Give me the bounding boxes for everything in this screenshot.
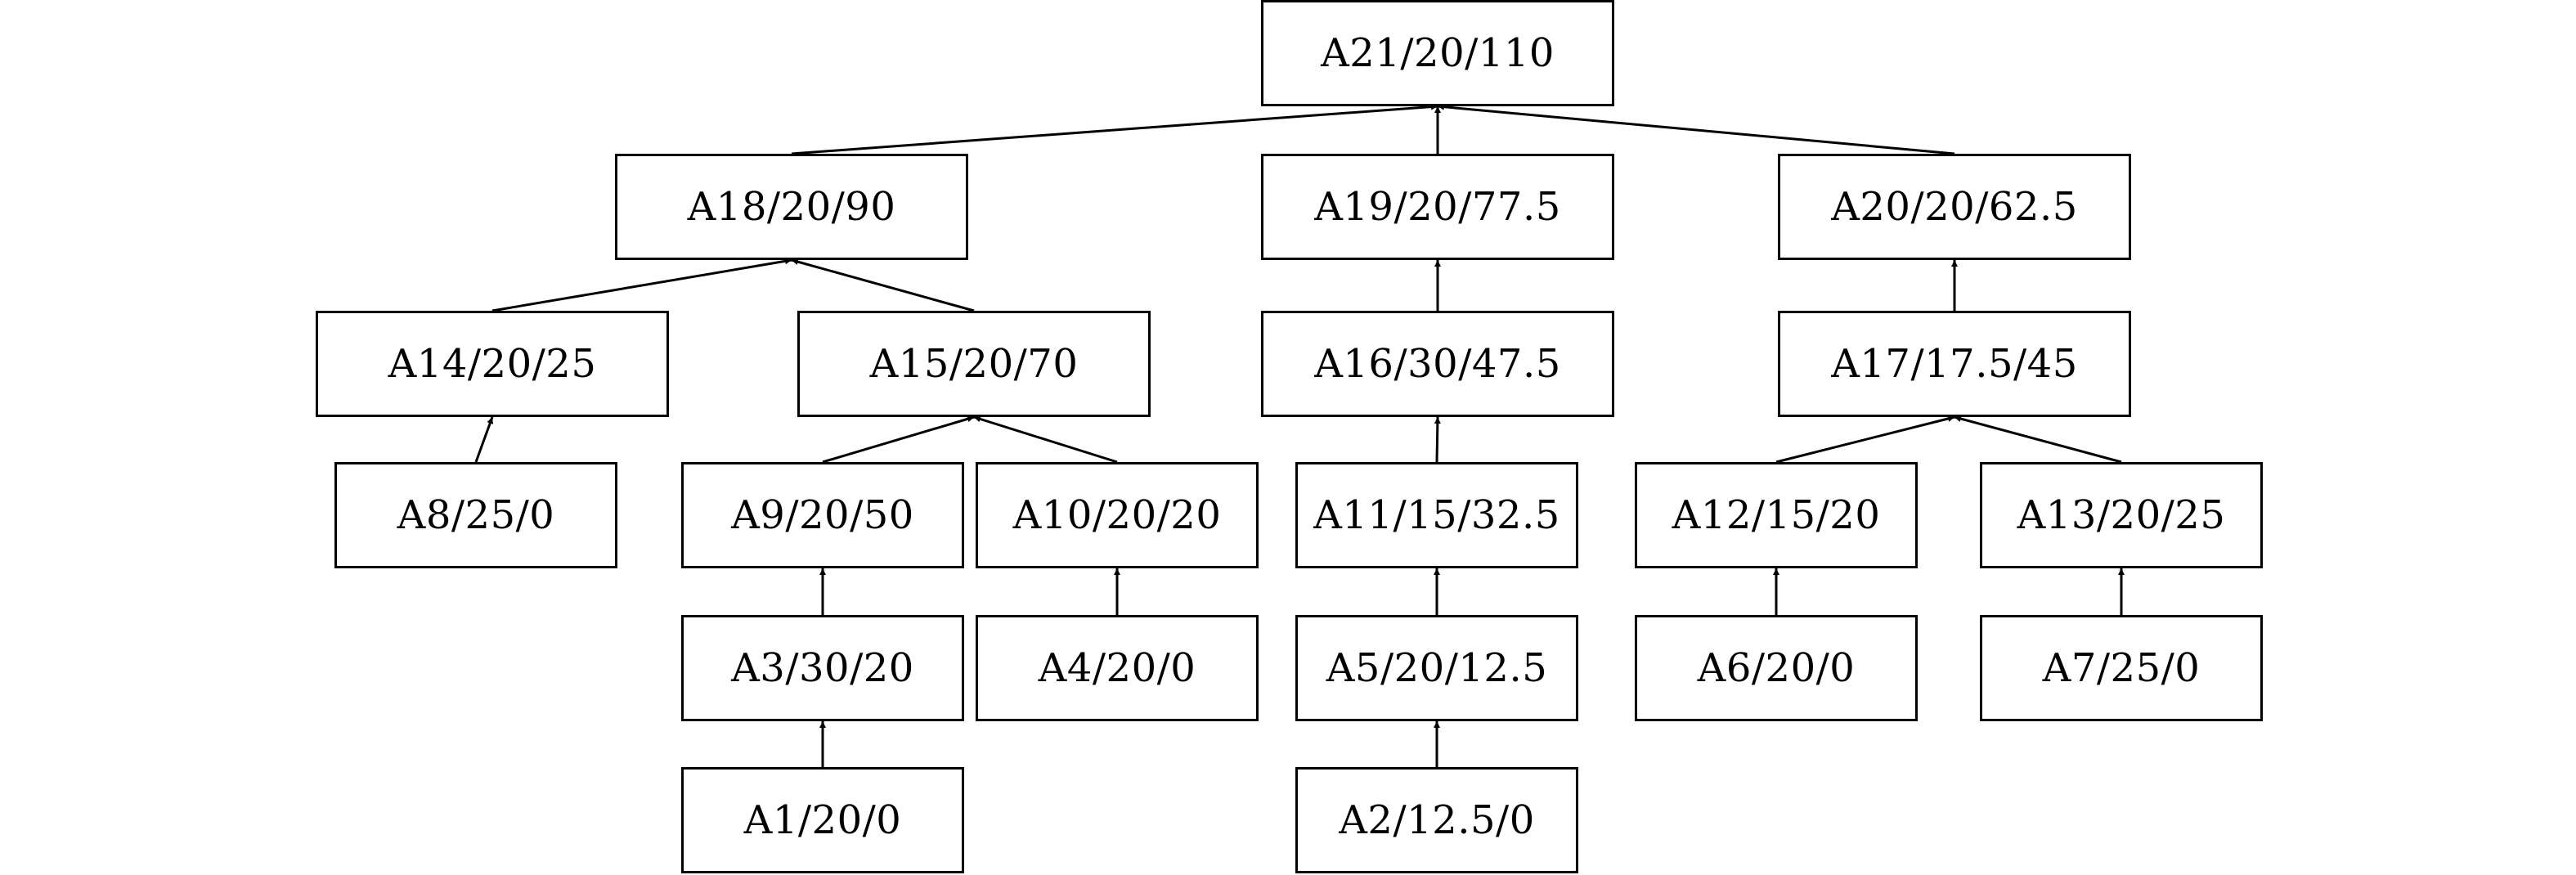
node-a10: A10/20/20 [976, 462, 1259, 568]
node-a18: A18/20/90 [615, 154, 968, 260]
edge-a15-to-a18 [791, 258, 975, 312]
node-a2: A2/12.5/0 [1295, 767, 1578, 873]
node-a19: A19/20/77.5 [1261, 154, 1614, 260]
node-a8: A8/25/0 [334, 462, 617, 568]
node-a17: A17/17.5/45 [1778, 311, 2131, 417]
edge-a12-to-a17 [1775, 415, 1955, 464]
edge-a9-to-a15 [822, 415, 975, 464]
node-a6: A6/20/0 [1635, 615, 1918, 721]
node-a13: A13/20/25 [1980, 462, 2263, 568]
edge-a10-to-a15 [973, 415, 1118, 464]
node-a21: A21/20/110 [1261, 0, 1614, 106]
edge-a20-to-a21 [1437, 103, 1955, 155]
node-a4: A4/20/0 [976, 615, 1259, 721]
node-a11: A11/15/32.5 [1295, 462, 1578, 568]
node-a12: A12/15/20 [1635, 462, 1918, 568]
edge-a11-to-a16 [1434, 416, 1441, 463]
node-a1: A1/20/0 [681, 767, 964, 873]
node-a3: A3/30/20 [681, 615, 964, 721]
node-a20: A20/20/62.5 [1778, 154, 2131, 260]
edge-a18-to-a21 [791, 103, 1438, 155]
edge-a13-to-a17 [1954, 415, 2122, 464]
node-a15: A15/20/70 [797, 311, 1151, 417]
node-a7: A7/25/0 [1980, 615, 2263, 721]
node-a14: A14/20/25 [316, 311, 669, 417]
node-a16: A16/30/47.5 [1261, 311, 1614, 417]
edge-a8-to-a14 [474, 416, 494, 463]
node-a9: A9/20/50 [681, 462, 964, 568]
node-a5: A5/20/12.5 [1295, 615, 1578, 721]
edge-a14-to-a18 [491, 258, 792, 312]
